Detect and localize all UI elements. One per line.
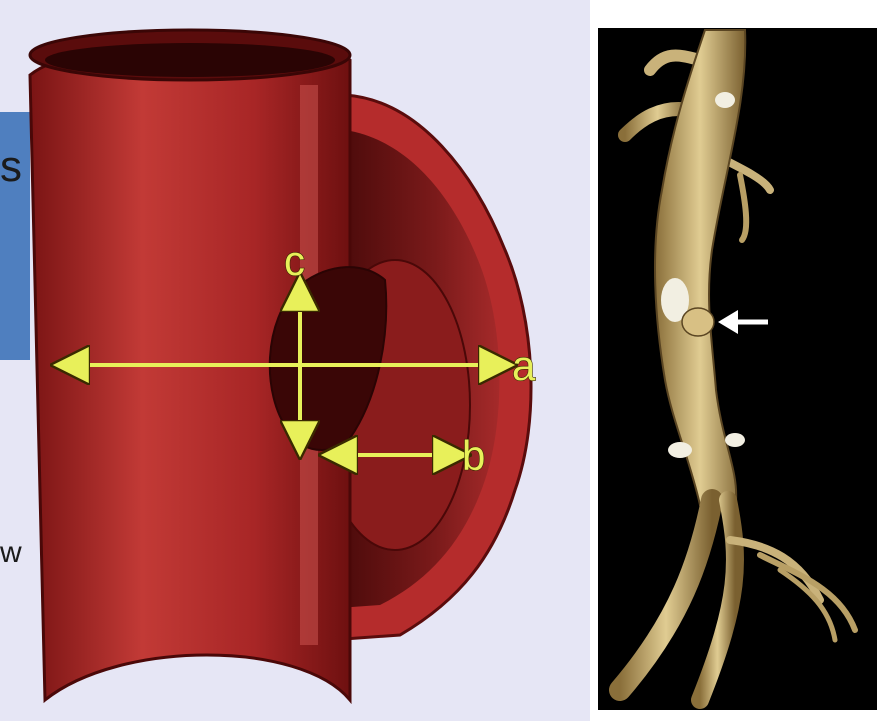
slide-text-fragment-bottom: w xyxy=(0,538,22,568)
ct-aneurysm-bulge xyxy=(682,308,714,336)
vessel-top-opening xyxy=(45,43,335,77)
label-a: a xyxy=(512,342,536,389)
label-c: c xyxy=(284,237,305,284)
label-b: b xyxy=(462,432,485,479)
ct-calcification-3 xyxy=(668,442,692,458)
ct-calcification-2 xyxy=(715,92,735,108)
slide-text-fragment-top: s xyxy=(0,145,22,189)
ct-calcification-4 xyxy=(725,433,745,447)
